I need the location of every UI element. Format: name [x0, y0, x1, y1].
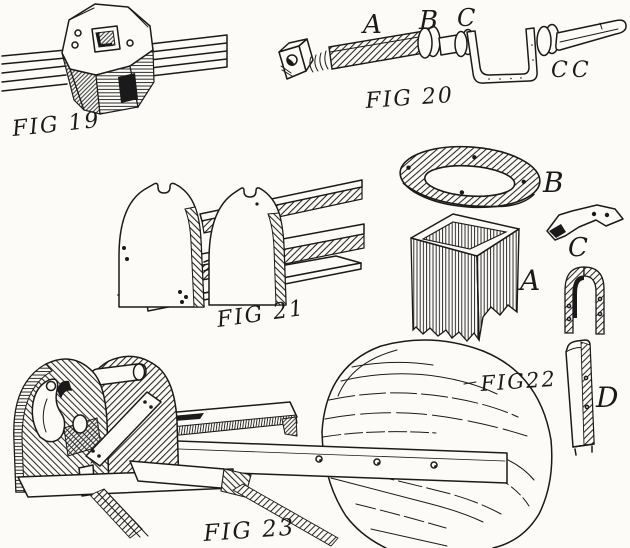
fig22-clip-c	[546, 204, 624, 241]
fig22-caption: FIG22	[479, 367, 558, 396]
fig20-threaded-neck	[309, 50, 329, 73]
fig20-part-label-b: B	[418, 6, 438, 36]
fig20-caption: FIG 20	[364, 83, 455, 114]
fig21-right-arch-plate	[208, 187, 287, 306]
fig22-part-label-c: C	[568, 233, 588, 263]
fig20-illustration: A B C CC FIG 20	[278, 4, 627, 114]
fig19-caption: FIG 19	[10, 108, 102, 142]
fig20-part-label-a: A	[361, 10, 382, 40]
fig23-crank-cutout	[31, 378, 66, 443]
fig23-illustration: FIG 23	[13, 339, 553, 548]
fig22-square-tube-a	[410, 213, 520, 343]
fig23-caption: FIG 23	[202, 515, 297, 547]
fig19-hub	[61, 3, 155, 115]
fig21-left-arch-plate	[118, 182, 205, 308]
fig22-illustration: B A C D FIG22	[399, 145, 624, 456]
fig23-round-mass	[321, 339, 553, 548]
fig19-shaft-right	[149, 34, 228, 77]
fig23-wood-grain	[322, 361, 535, 547]
fig20-part-label-cc: CC	[551, 58, 593, 83]
fig23-lever	[232, 483, 339, 547]
fig20-crank-stipple	[488, 44, 534, 80]
fig23-rack-bar	[149, 401, 298, 439]
fig23-diagonal-brace	[85, 391, 162, 467]
fig22-part-label-d: D	[595, 381, 618, 414]
fig22-part-label-a: A	[517, 264, 540, 297]
fig20-square-head	[278, 38, 314, 80]
fig22-ring-b	[399, 145, 541, 209]
fig19-side-slot	[118, 73, 138, 103]
fig22-staple	[564, 266, 605, 335]
fig23-base-planks	[17, 460, 339, 547]
fig19-illustration: FIG 19	[1, 3, 228, 142]
fig19-shaft-left	[1, 49, 68, 92]
fig20-crank-bend	[466, 27, 538, 84]
fig22-part-label-b: B	[542, 166, 564, 199]
fig23-cheek-plates	[13, 355, 180, 493]
fig21-illustration: FIG 21	[117, 179, 365, 333]
fig22-strip-d	[565, 339, 595, 456]
fig20-part-label-c: C	[457, 4, 475, 32]
